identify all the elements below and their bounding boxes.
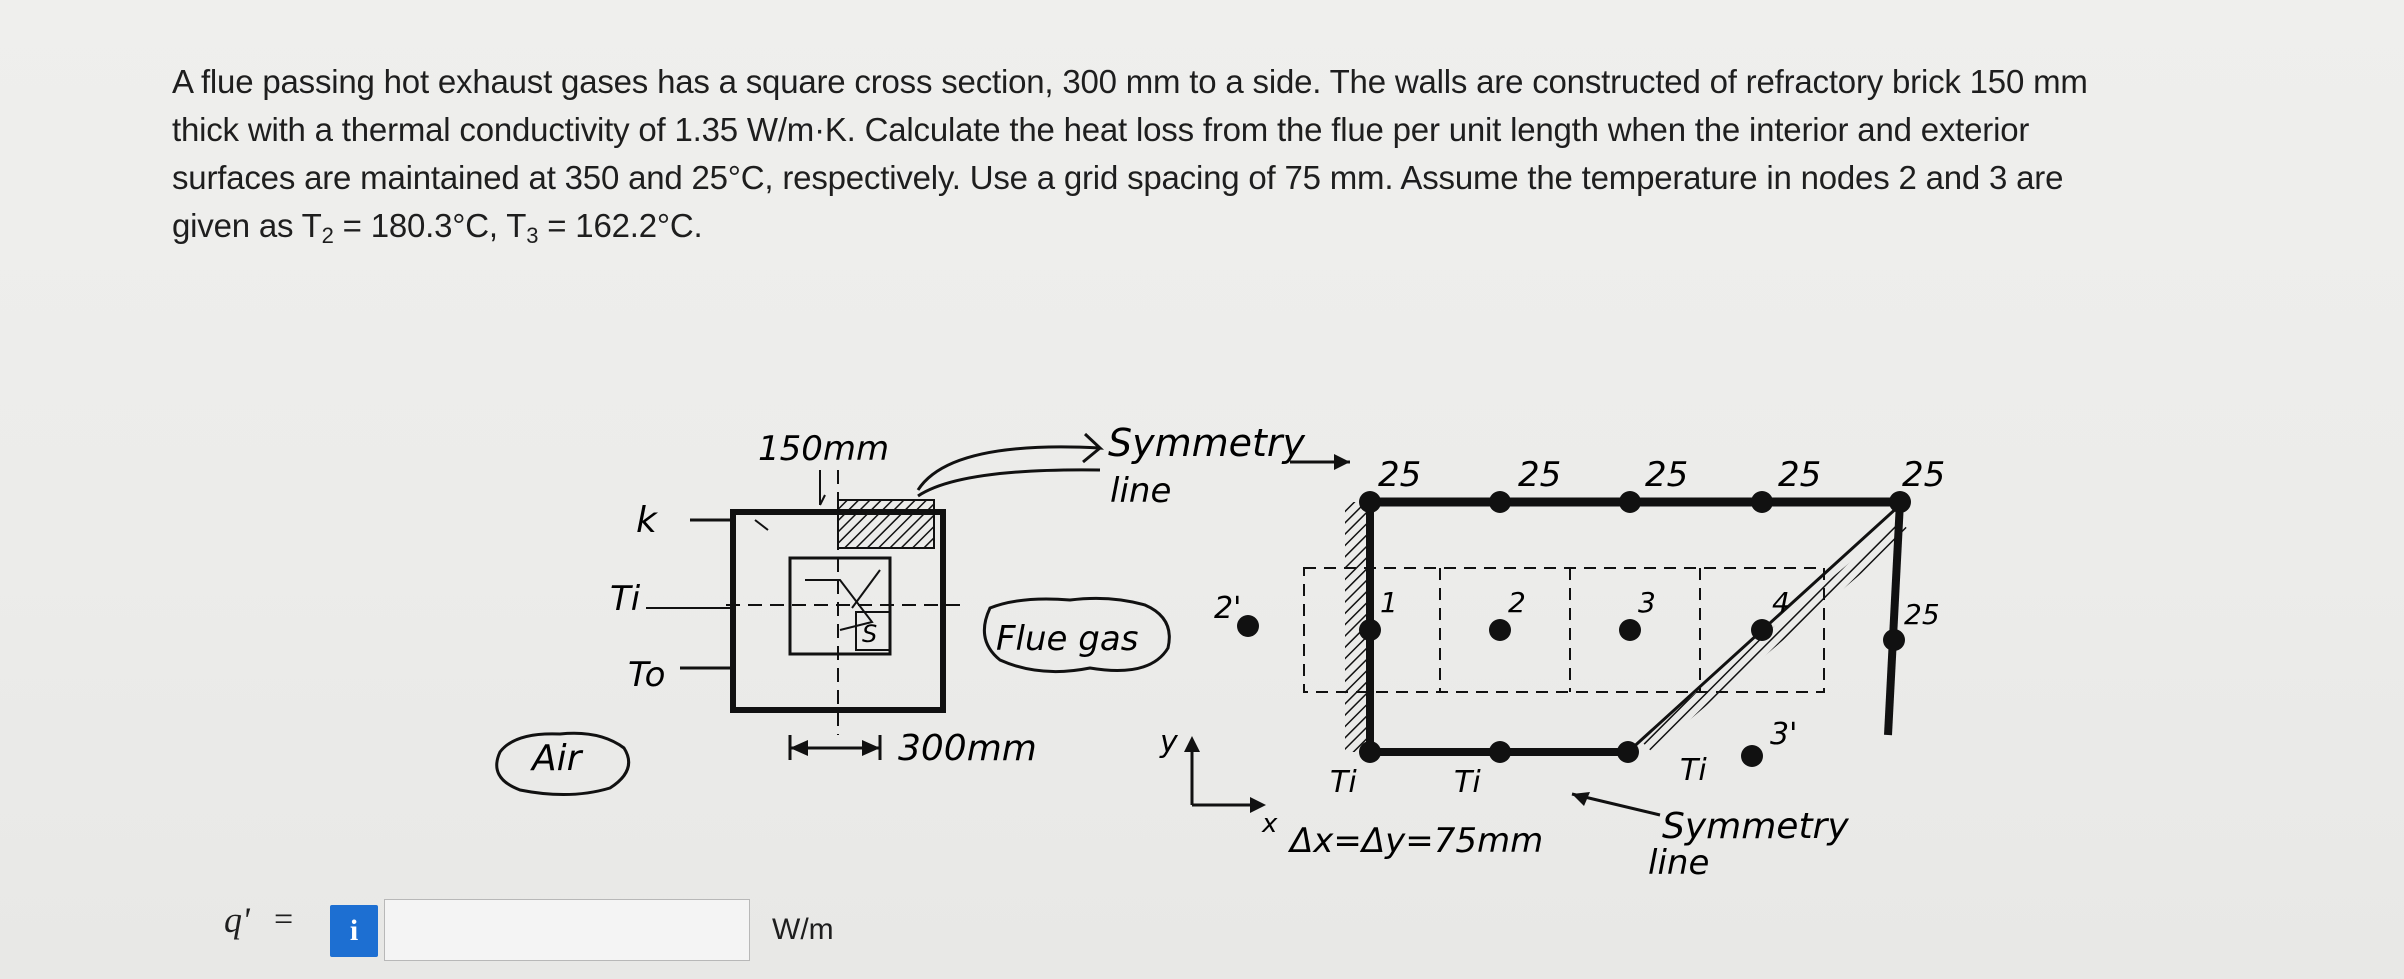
flue-cross-section: S [646,470,965,735]
node-1-label: 1 [1380,586,1398,619]
symmetry-bot-line-label: line [1648,843,1709,883]
temp-25-a: 25 [1378,455,1421,495]
temp-25-b: 25 [1518,455,1561,495]
hatched-corner [837,499,935,549]
symmetry-bot-label: Symmetry [1662,806,1849,847]
s-label: S [862,620,877,648]
problem-line-3: surfaces are maintained at 350 and 25°C,… [172,159,2064,196]
symmetry-top-label: Symmetry [1108,421,1306,465]
node-grid [1303,497,1910,756]
problem-line-1: A flue passing hot exhaust gases has a s… [172,63,2088,100]
flue-gas-label: Flue gas [996,619,1138,659]
air-label: Air [530,738,584,779]
ti-node-label-1: Ti [1330,765,1357,800]
unit-label: W/m [772,913,834,946]
x-axis-label: x [1261,809,1278,839]
ti-node-label-2: Ti [1454,765,1481,800]
k-label: k [636,500,659,541]
node-2p-label: 2' [1214,591,1241,626]
ti-node-label-3: Ti [1680,753,1707,788]
dim-300-label: 300mm [898,728,1037,769]
temp-25-e: 25 [1902,455,1945,495]
ti-label: Ti [610,579,641,619]
y-axis-label: y [1159,725,1179,760]
grid-spacing-label: Δx=Δy=75mm [1287,821,1543,861]
air-bubble [495,731,631,796]
q-prime-symbol: q' [224,900,250,940]
answer-row: q' = i W/m [0,895,2404,965]
temp-25-d: 25 [1778,455,1821,495]
to-label: To [628,655,665,695]
node-3p-label: 3' [1770,717,1797,752]
pointer-arrow [916,432,1105,491]
temp-25-f: 25 [1904,598,1940,631]
symmetry-top-line-label: line [1110,471,1171,511]
problem-line-4: given as T2 = 180.3°C, T3 = 162.2°C. [172,207,703,248]
flue-gas-bubble [982,596,1171,674]
problem-statement: A flue passing hot exhaust gases has a s… [172,58,2242,250]
temp-25-c: 25 [1645,455,1688,495]
info-icon[interactable]: i [330,905,378,957]
node-3-label: 3 [1638,586,1656,619]
node-4-label: 4 [1772,586,1790,619]
dim-150-label: 150mm [758,429,889,469]
problem-line-2: thick with a thermal conductivity of 1.3… [172,111,2030,148]
equals-sign: = [274,901,294,938]
node-2-label: 2 [1508,586,1526,619]
answer-input[interactable] [384,899,750,961]
node-points [1237,491,1911,767]
